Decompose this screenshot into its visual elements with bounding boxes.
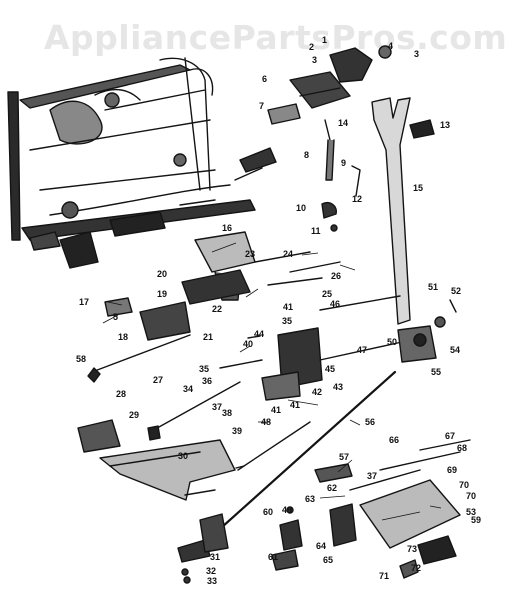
callout-label: 10 — [296, 203, 307, 213]
callout-label: 53 — [466, 507, 477, 517]
callout-label: 41 — [271, 405, 282, 415]
callout-label: 54 — [450, 345, 461, 355]
callout-label: 56 — [365, 417, 376, 427]
callout-label: 41 — [290, 400, 301, 410]
callout-label: 51 — [428, 282, 439, 292]
callout-label: 35 — [199, 364, 210, 374]
callout-label: 14 — [338, 118, 349, 128]
callout-label: 5 — [113, 312, 119, 322]
callout-label: 57 — [339, 452, 350, 462]
callout-label: 41 — [283, 302, 294, 312]
callout-label: 70 — [459, 480, 470, 490]
callout-label: 67 — [445, 431, 456, 441]
callout-label: 16 — [222, 223, 233, 233]
callout-label: 13 — [440, 120, 451, 130]
callout-label: 3 — [414, 49, 420, 59]
callout-label: 63 — [305, 494, 316, 504]
callout-label: 73 — [407, 544, 418, 554]
callout-label: 60 — [263, 507, 274, 517]
callout-label: 43 — [333, 382, 344, 392]
callout-label: 20 — [157, 269, 168, 279]
callout-label: 45 — [325, 364, 336, 374]
leader-lines — [102, 242, 442, 521]
callout-label: 65 — [323, 555, 334, 565]
callout-label: 21 — [203, 332, 214, 342]
callout-label: 33 — [207, 576, 218, 586]
callout-label: 59 — [471, 515, 482, 525]
callout-label: 47 — [357, 345, 368, 355]
callout-label: 32 — [206, 566, 217, 576]
callout-label: 61 — [268, 552, 279, 562]
callout-label: 7 — [259, 101, 265, 111]
callout-label: 8 — [304, 150, 310, 160]
callout-label: 46 — [330, 299, 341, 309]
callout-label: 15 — [413, 183, 424, 193]
callout-label: 44 — [254, 329, 265, 339]
callout-label: 48 — [261, 417, 272, 427]
machine-frame — [7, 57, 277, 269]
callout-label: 24 — [283, 249, 294, 259]
middle-assembly — [87, 231, 403, 441]
callout-label: 39 — [232, 426, 243, 436]
callout-label: 71 — [379, 571, 390, 581]
shaft-55 — [199, 370, 397, 553]
callout-label: 18 — [118, 332, 129, 342]
callout-label: 29 — [129, 410, 140, 420]
callout-label: 38 — [222, 408, 233, 418]
callout-label: 42 — [312, 387, 323, 397]
callout-label: 72 — [411, 563, 422, 573]
callout-label: 22 — [212, 304, 223, 314]
callout-label: 26 — [331, 271, 342, 281]
callout-label: 70 — [466, 491, 477, 501]
callout-label: 28 — [116, 389, 127, 399]
callout-label: 50 — [387, 337, 398, 347]
callout-label: 55 — [431, 367, 442, 377]
right-linkage — [397, 299, 457, 363]
lower-right-assembly — [271, 439, 471, 579]
callout-label: 23 — [245, 249, 256, 259]
upper-hardware — [267, 45, 435, 232]
callout-label: 69 — [447, 465, 458, 475]
callout-label: 36 — [202, 376, 213, 386]
callout-label: 25 — [322, 289, 333, 299]
callout-label: 68 — [457, 443, 468, 453]
callout-label: 40 — [243, 339, 254, 349]
callout-label: 17 — [79, 297, 90, 307]
callout-label: 11 — [311, 226, 321, 236]
callout-label: 49 — [282, 505, 293, 515]
callout-label: 19 — [157, 289, 168, 299]
callout-label: 2 — [309, 42, 315, 52]
callout-label: 31 — [210, 552, 221, 562]
callout-label: 62 — [327, 483, 338, 493]
callout-label: 27 — [153, 375, 164, 385]
lever-15 — [371, 97, 411, 325]
lower-left-assembly — [77, 419, 236, 584]
callout-label: 34 — [183, 384, 194, 394]
callout-label: 58 — [76, 354, 87, 364]
callout-label: 4 — [388, 41, 394, 51]
callout-label: 12 — [352, 194, 363, 204]
callout-label: 37 — [367, 471, 378, 481]
callout-label: 37 — [212, 402, 223, 412]
callout-label: 3 — [312, 55, 318, 65]
callout-label: 52 — [451, 286, 462, 296]
callout-label: 64 — [316, 541, 327, 551]
callout-label: 9 — [341, 158, 347, 168]
callout-label: 1 — [322, 35, 328, 45]
callout-label: 6 — [262, 74, 268, 84]
callout-label: 35 — [282, 316, 293, 326]
callout-label: 66 — [389, 435, 400, 445]
watermark: AppliancePartsPros.com — [44, 18, 508, 57]
callout-label: 30 — [178, 451, 189, 461]
